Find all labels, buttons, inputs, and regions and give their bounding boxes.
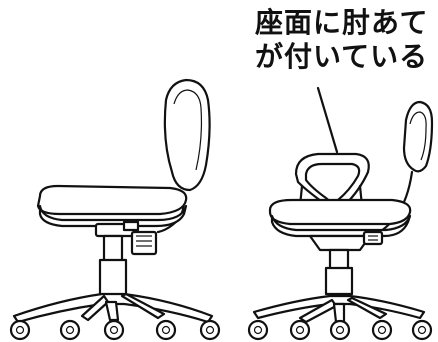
left-chair-backrest <box>163 78 211 192</box>
left-chair <box>9 78 221 341</box>
armrest-callout-label: 座面に肘あて が付いている <box>255 6 435 74</box>
callout-line-1: 座面に肘あて <box>255 6 429 39</box>
right-chair-mechanism <box>308 230 384 252</box>
left-chair-mechanism <box>94 220 158 256</box>
left-chair-seat <box>36 184 188 228</box>
right-chair-seat <box>268 198 412 238</box>
right-chair-armrest <box>294 152 370 211</box>
right-chair-backrest <box>402 100 434 173</box>
right-chair-base <box>252 294 426 324</box>
left-chair-base <box>12 292 214 324</box>
right-chair-casters <box>247 319 433 341</box>
right-chair <box>247 100 434 341</box>
left-chair-casters <box>9 319 221 341</box>
callout-line-2: が付いている <box>255 40 429 73</box>
left-chair-gas-column <box>98 234 128 298</box>
callout-leader-line <box>316 86 339 154</box>
right-chair-gas-column <box>324 248 354 296</box>
